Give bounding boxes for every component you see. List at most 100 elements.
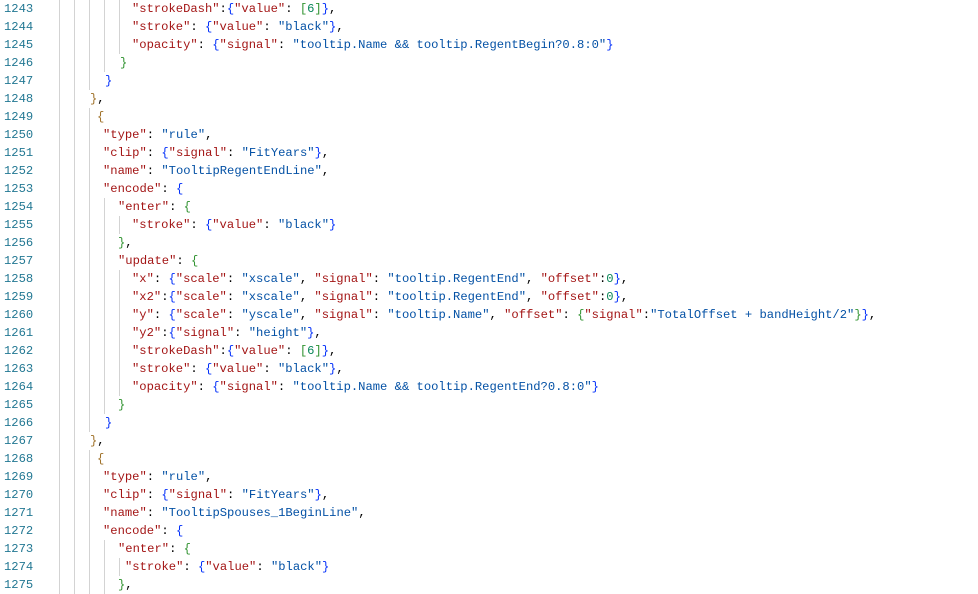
- code-line[interactable]: 1275},: [0, 576, 978, 594]
- code-line[interactable]: 1252"name": "TooltipRegentEndLine",: [0, 162, 978, 180]
- code-line[interactable]: 1246}: [0, 54, 978, 72]
- code-line[interactable]: 1264"opacity": {"signal": "tooltip.Name …: [0, 378, 978, 396]
- code-token: :: [146, 128, 162, 142]
- code-line[interactable]: 1274"stroke": {"value": "black"}: [0, 558, 978, 576]
- indent-guide: [74, 342, 75, 360]
- code-text[interactable]: },: [118, 234, 133, 252]
- code-text[interactable]: "clip": {"signal": "FitYears"},: [103, 486, 329, 504]
- code-line[interactable]: 1266}: [0, 414, 978, 432]
- code-line[interactable]: 1265}: [0, 396, 978, 414]
- code-line[interactable]: 1256},: [0, 234, 978, 252]
- code-line[interactable]: 1253"encode": {: [0, 180, 978, 198]
- code-token: {: [175, 524, 184, 538]
- code-text[interactable]: {: [97, 450, 104, 468]
- code-text[interactable]: },: [118, 576, 133, 594]
- code-text[interactable]: "type": "rule",: [103, 468, 212, 486]
- code-token: "enter": [118, 542, 170, 556]
- code-line[interactable]: 1248},: [0, 90, 978, 108]
- code-line[interactable]: 1263"stroke": {"value": "black"},: [0, 360, 978, 378]
- code-line[interactable]: 1244"stroke": {"value": "black"},: [0, 18, 978, 36]
- code-text[interactable]: "x2":{"scale": "xscale", "signal": "tool…: [132, 288, 628, 306]
- indent-guide: [89, 18, 90, 36]
- code-text[interactable]: "strokeDash":{"value": [6]},: [132, 342, 336, 360]
- code-token: {: [197, 560, 206, 574]
- code-line[interactable]: 1259"x2":{"scale": "xscale", "signal": "…: [0, 288, 978, 306]
- code-text[interactable]: "stroke": {"value": "black"}: [132, 216, 336, 234]
- code-line[interactable]: 1273"enter": {: [0, 540, 978, 558]
- code-text[interactable]: }: [120, 54, 127, 72]
- code-text[interactable]: "update": {: [118, 252, 198, 270]
- code-text[interactable]: },: [90, 90, 105, 108]
- code-line[interactable]: 1267},: [0, 432, 978, 450]
- code-text[interactable]: "stroke": {"value": "black"}: [125, 558, 329, 576]
- code-token: 6: [307, 2, 315, 16]
- code-line[interactable]: 1249{: [0, 108, 978, 126]
- code-text[interactable]: "enter": {: [118, 198, 191, 216]
- code-text[interactable]: "opacity": {"signal": "tooltip.Name && t…: [132, 36, 614, 54]
- code-text[interactable]: "clip": {"signal": "FitYears"},: [103, 144, 329, 162]
- code-text[interactable]: }: [105, 414, 112, 432]
- indent-guide: [89, 486, 90, 504]
- code-text[interactable]: "y": {"scale": "yscale", "signal": "tool…: [132, 306, 876, 324]
- code-text[interactable]: }: [118, 396, 125, 414]
- indent-guide: [89, 36, 90, 54]
- code-token: :: [219, 2, 227, 16]
- code-token: :: [153, 272, 169, 286]
- line-number: 1260: [4, 308, 34, 322]
- code-token: {: [175, 182, 184, 196]
- code-token: :: [372, 308, 388, 322]
- code-token: }: [606, 38, 614, 52]
- code-line[interactable]: 1247}: [0, 72, 978, 90]
- code-line[interactable]: 1271"name": "TooltipSpouses_1BeginLine",: [0, 504, 978, 522]
- code-line[interactable]: 1262"strokeDash":{"value": [6]},: [0, 342, 978, 360]
- code-text[interactable]: "encode": {: [103, 522, 183, 540]
- code-token: :: [227, 146, 242, 160]
- code-token: "xscale": [241, 272, 300, 286]
- code-token: :: [197, 380, 213, 394]
- code-text[interactable]: "name": "TooltipRegentEndLine",: [103, 162, 329, 180]
- code-line[interactable]: 1272"encode": {: [0, 522, 978, 540]
- code-text[interactable]: "encode": {: [103, 180, 183, 198]
- code-line[interactable]: 1268{: [0, 450, 978, 468]
- code-token: }: [118, 236, 126, 250]
- code-token: {: [97, 110, 105, 124]
- code-line[interactable]: 1269"type": "rule",: [0, 468, 978, 486]
- code-line[interactable]: 1260 "y": {"scale": "yscale", "signal": "…: [0, 306, 978, 324]
- code-line[interactable]: 1270"clip": {"signal": "FitYears"},: [0, 486, 978, 504]
- code-line[interactable]: 1251"clip": {"signal": "FitYears"},: [0, 144, 978, 162]
- code-token: ,: [336, 20, 344, 34]
- code-text[interactable]: "x": {"scale": "xscale", "signal": "tool…: [132, 270, 628, 288]
- code-text[interactable]: {: [97, 108, 104, 126]
- code-text[interactable]: "y2":{"signal": "height"},: [132, 324, 322, 342]
- code-token: "encode": [103, 182, 162, 196]
- code-token: "scale": [175, 308, 227, 322]
- code-token: :: [256, 560, 271, 574]
- code-line[interactable]: 1254"enter": {: [0, 198, 978, 216]
- code-token: {: [161, 146, 169, 160]
- code-token: {: [204, 362, 213, 376]
- code-token: }: [329, 218, 337, 232]
- code-text[interactable]: "stroke": {"value": "black"},: [132, 360, 344, 378]
- code-text[interactable]: "opacity": {"signal": "tooltip.Name && t…: [132, 378, 599, 396]
- code-line[interactable]: 1243"strokeDash":{"value": [6]},: [0, 0, 978, 18]
- indent-guide: [74, 378, 75, 396]
- code-line[interactable]: 1261"y2":{"signal": "height"},: [0, 324, 978, 342]
- code-text[interactable]: "strokeDash":{"value": [6]},: [132, 0, 336, 18]
- code-line[interactable]: 1245"opacity": {"signal": "tooltip.Name …: [0, 36, 978, 54]
- code-text[interactable]: "name": "TooltipSpouses_1BeginLine",: [103, 504, 366, 522]
- indent-guide: [74, 18, 75, 36]
- indent-guide: [59, 288, 60, 306]
- code-text[interactable]: },: [90, 432, 105, 450]
- code-text[interactable]: "stroke": {"value": "black"},: [132, 18, 344, 36]
- code-text[interactable]: }: [105, 72, 112, 90]
- code-line[interactable]: 1258"x": {"scale": "xscale", "signal": "…: [0, 270, 978, 288]
- code-text[interactable]: "enter": {: [118, 540, 191, 558]
- code-token: {: [226, 2, 235, 16]
- code-text[interactable]: "type": "rule",: [103, 126, 212, 144]
- code-line[interactable]: 1250"type": "rule",: [0, 126, 978, 144]
- code-line[interactable]: 1255"stroke": {"value": "black"}: [0, 216, 978, 234]
- code-token: ,: [299, 272, 315, 286]
- code-token: :: [146, 506, 162, 520]
- code-line[interactable]: 1257"update": {: [0, 252, 978, 270]
